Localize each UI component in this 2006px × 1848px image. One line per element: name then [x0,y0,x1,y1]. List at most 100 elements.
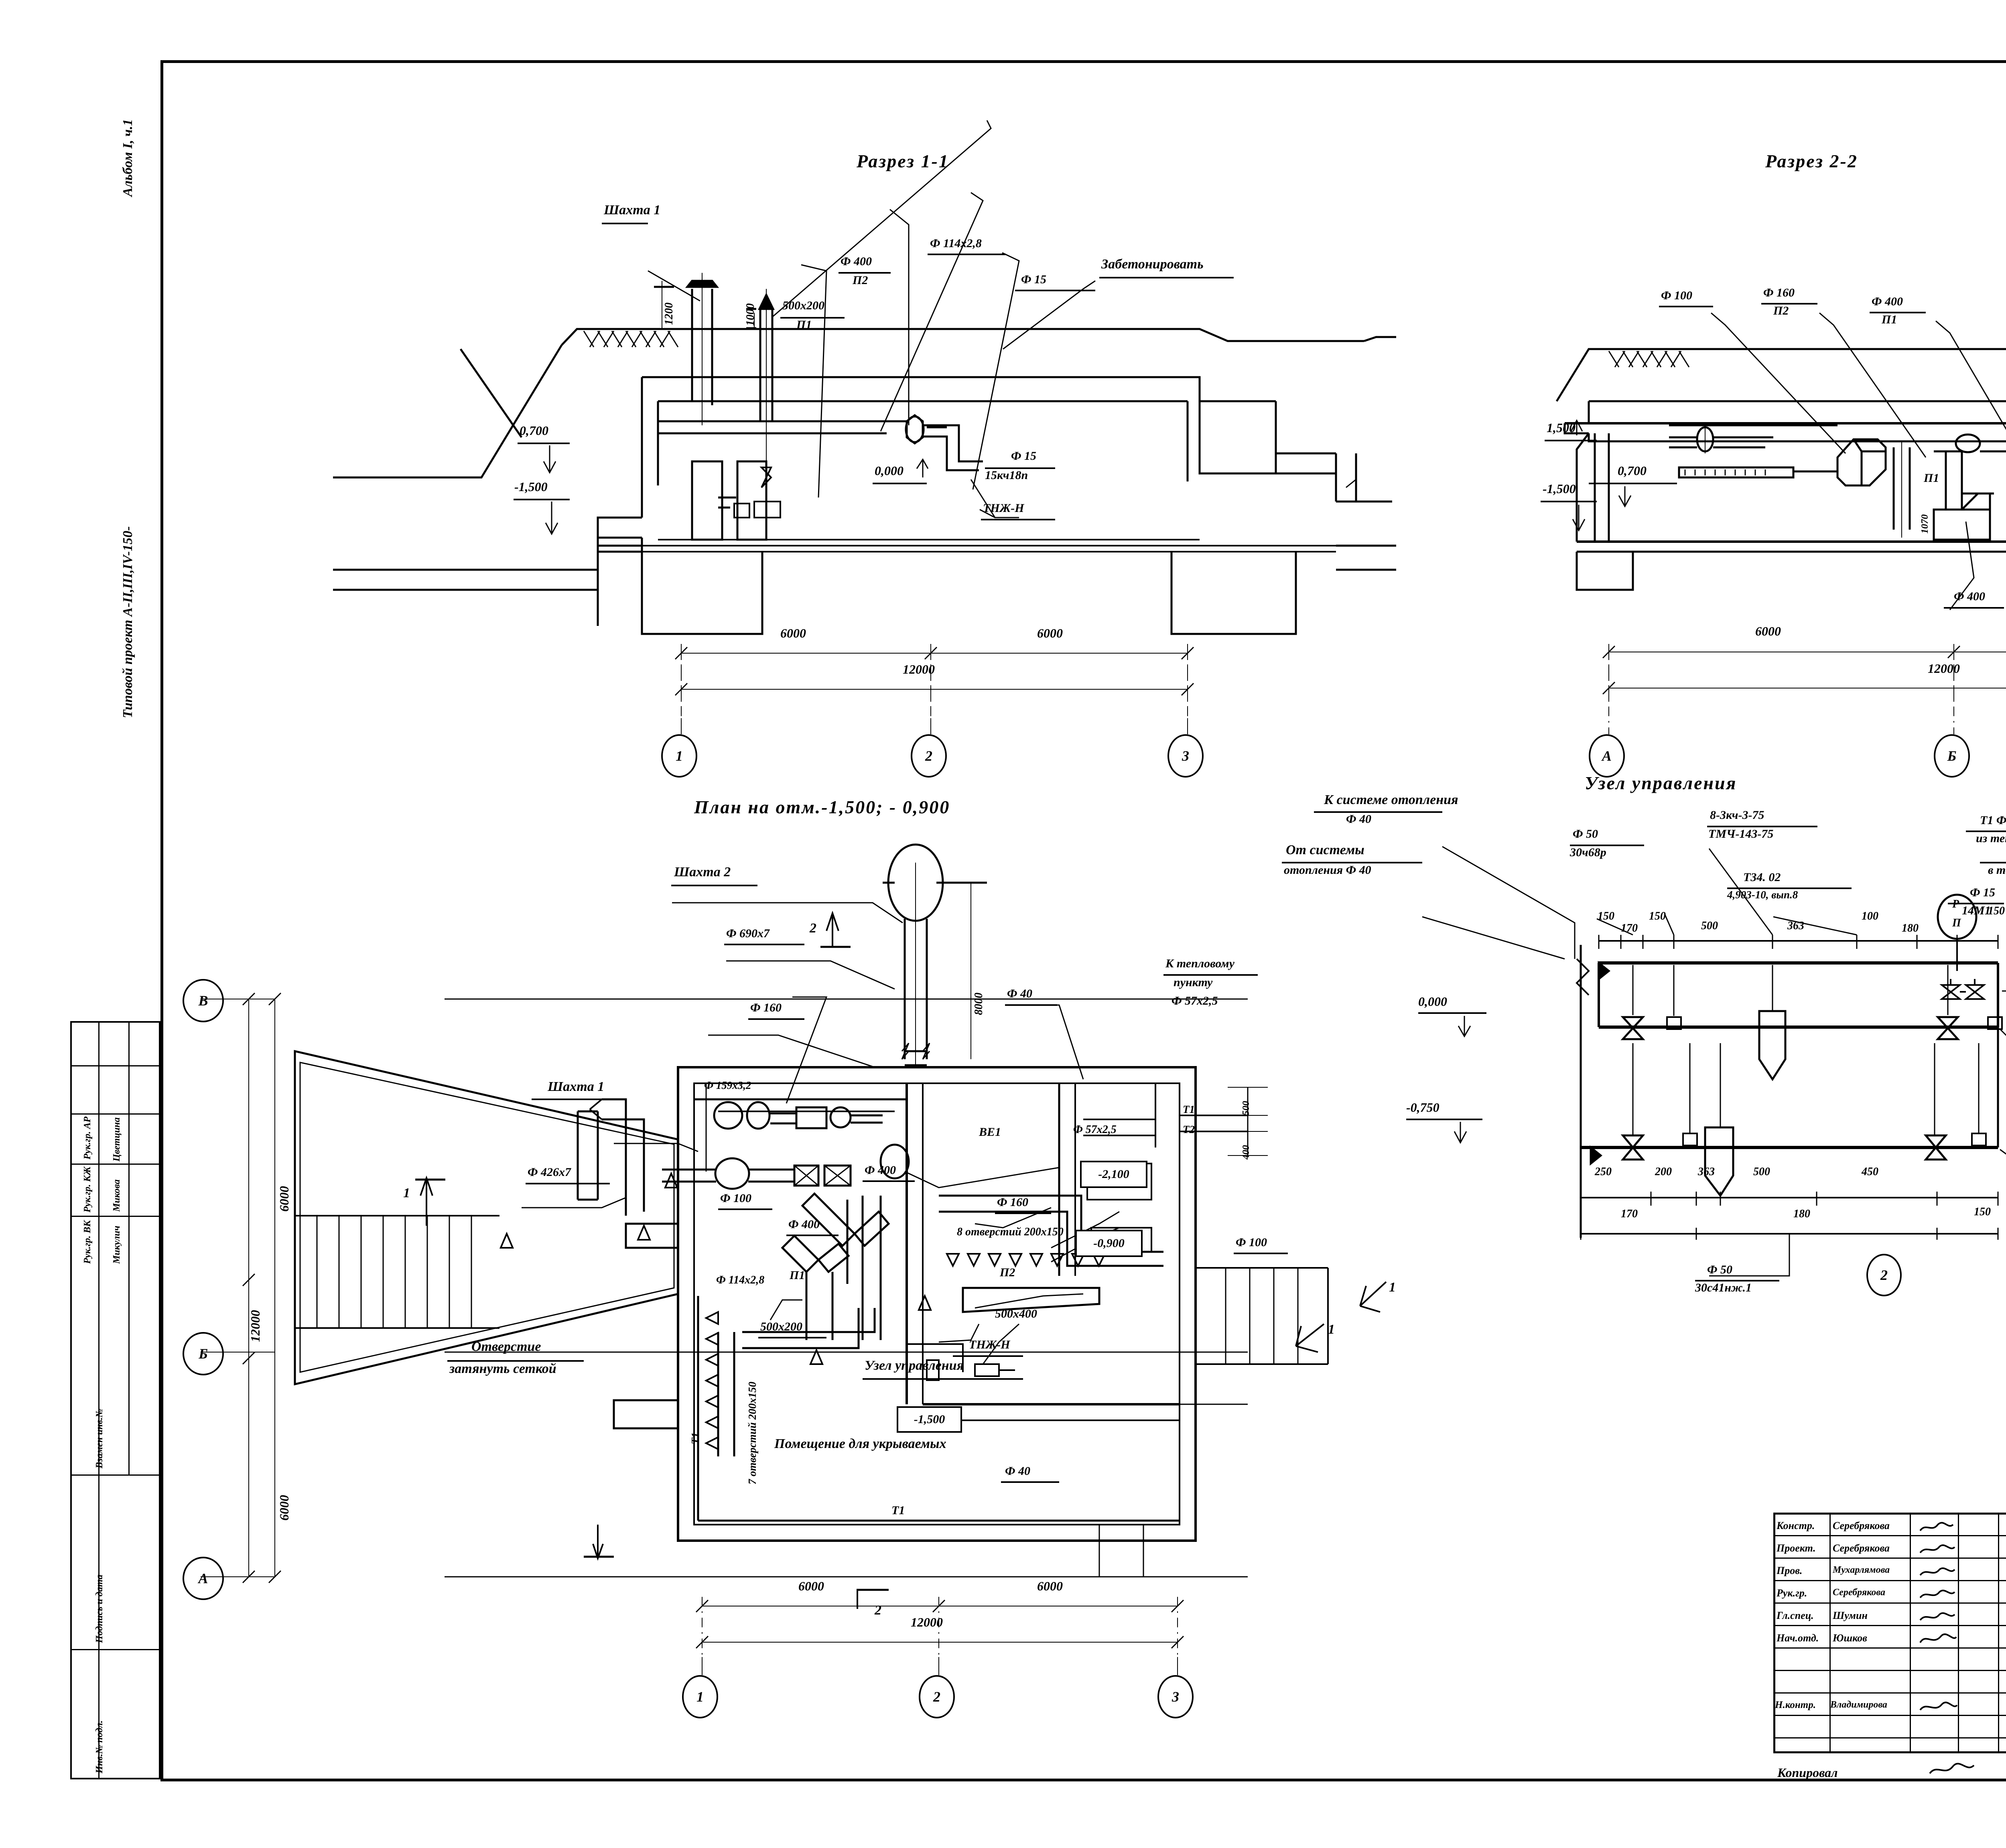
plan-dim-h-total: 12000 [911,1615,943,1629]
left-table-h4 [70,1164,160,1165]
section2-underline-f400b [1944,607,2004,609]
plan-mark2b-arrow [857,1589,858,1609]
control-label-f15-sub: 14М1 [1962,904,1991,917]
control-label-0000: 0,000 [1418,994,1447,1009]
plan-elev-2100: -2,100 [1080,1161,1147,1188]
section1-underline-500 [780,317,845,319]
plan-axis-2: 2 [919,1675,955,1718]
plan-label-k-teplovomu-sub: пункту [1174,976,1213,989]
plan-label-8-openings: 8 отверстий 200х150 [957,1226,1064,1238]
control-dim-bot-6: 180 [1793,1208,1810,1220]
section1-underline-valve [985,467,1055,469]
control-dim-top-4: 363 [1787,920,1804,932]
section1-dim-bay-right: 6000 [1037,626,1063,640]
section2-label-f400-sub: П1 [1882,313,1897,326]
tb-role-5: Нач.отд. [1777,1632,1819,1644]
section1-underline-f15 [1015,290,1095,291]
control-label-t1-sub: из теплосети [1976,832,2006,845]
plan-section-mark-1c: 1 [1328,1322,1335,1337]
section1-leader-underline-1 [602,223,648,224]
plan-label-otverstie: Отверстие [471,1339,541,1354]
plan-underline-shakhta2 [671,885,757,886]
tb-v-sign [1958,1513,1959,1753]
control-dim-bot-0: 250 [1595,1166,1612,1178]
section1-label-114: Ф 114х2,8 [930,237,982,250]
section2-axis-a: А [1589,734,1625,778]
plan-label-f40-top: Ф 40 [1007,987,1033,1000]
section1-label-valve-sub: 15кч18п [985,469,1028,482]
section2-underline-f400 [1870,312,1926,313]
plan-label-ve1: ВЕ1 [979,1125,1001,1139]
section1-label-0000: 0,000 [875,463,904,478]
section2-dim-total: 12000 [1928,661,1960,676]
plan-label-f160-p2: Ф 160 [997,1196,1029,1209]
tb-h1 [1773,1535,2006,1536]
left-table-v1 [98,1021,99,1779]
control-label-f15: Ф 15 [1970,886,1996,899]
left-table-h2 [70,1065,160,1066]
plan-label-uzel: Узел управления [865,1358,964,1373]
tb-h7 [1773,1670,2006,1671]
tb-name-6: Владимирова [1830,1700,1887,1710]
section1-title: Разрез 1-1 [857,151,949,171]
tb-role-4: Гл.спец. [1777,1610,1814,1621]
plan-label-f400-b: Ф 400 [788,1218,820,1231]
section1-axis-1: 1 [661,734,697,778]
plan-underline-f160p2 [995,1212,1051,1214]
plan-label-f57: Ф 57х2,5 [1073,1123,1117,1136]
plan-label-t1-right: Т1 [1183,1103,1195,1115]
control-dim-bot-1: 200 [1655,1166,1672,1178]
control-underline-2 [1570,845,1644,846]
plan-axis-b: Б [183,1332,224,1375]
section1-underline-400 [839,272,891,274]
plan-axis-a: А [183,1557,224,1600]
section1-label-shakhta1: Шахта 1 [604,203,661,217]
tb-h8 [1773,1692,2006,1694]
plan-underline-f400b [786,1235,839,1236]
control-underline-10 [1695,1280,1779,1281]
control-label-k-sisteme: К системе отопления [1324,792,1458,807]
left-table-h7 [70,1649,160,1650]
plan-label-p2: П2 [1000,1266,1015,1279]
control-underline-4 [1727,887,1852,889]
plan-mark2b-line [857,1589,889,1591]
plan-label-f159: Ф 159х3,2 [704,1079,751,1091]
plan-axis-3: 3 [1157,1675,1194,1718]
plan-label-t1-bottom: Т1 [891,1504,905,1517]
plan-underline-f160t [748,1018,804,1020]
plan-underline-tnzh [953,1355,1023,1357]
plan-axis-1: 1 [682,1675,718,1718]
plan-section-mark-2a: 2 [810,921,816,936]
control-label-P: Р [1952,898,1959,910]
tb-h2 [1773,1558,2006,1559]
plan-underline-uzel [863,1378,1023,1380]
plan-label-f426: Ф 426х7 [528,1166,571,1179]
control-dim-bot-4: 450 [1862,1166,1878,1178]
sheet-border-left [160,60,163,1781]
plan-label-p1: П1 [790,1269,805,1282]
section2-underline-f100 [1659,306,1713,307]
control-dim-top-7: 150 [1988,905,2005,917]
control-dim-bot-7: 150 [1974,1206,1991,1218]
plan-underline-f40t [1005,1004,1057,1006]
plan-elev-0900: -0,900 [1075,1230,1143,1257]
control-dim-top-2: 170 [1621,922,1638,934]
plan-label-f114: Ф 114х2,8 [716,1274,765,1286]
tb-h9 [1773,1715,2006,1716]
control-label-83kch-sub: ТМЧ-143-75 [1708,827,1774,841]
plan-elev-1500: -1,500 [897,1406,962,1433]
tb-name-3: Серебрякова [1833,1587,1885,1598]
plan-label-tnzh: ТНЖ-Н [969,1338,1010,1351]
section1-dim-bay-left: 6000 [780,626,806,640]
control-label-t3402-sub: 4,903-10, вып.8 [1727,889,1798,901]
tb-name-0: Серебрякова [1833,1520,1890,1531]
control-label-n0750: -0,750 [1406,1100,1440,1115]
tb-name-5: Юшков [1833,1632,1867,1644]
control-label-f50-bottom: Ф 50 [1707,1263,1733,1276]
section2-dim-bay-left: 6000 [1755,624,1781,638]
plan-label-k-teplovomu-sub2: Ф 57х2,5 [1172,994,1218,1007]
section2-title: Разрез 2-2 [1765,151,1858,171]
sheet-border-top [160,60,2006,63]
